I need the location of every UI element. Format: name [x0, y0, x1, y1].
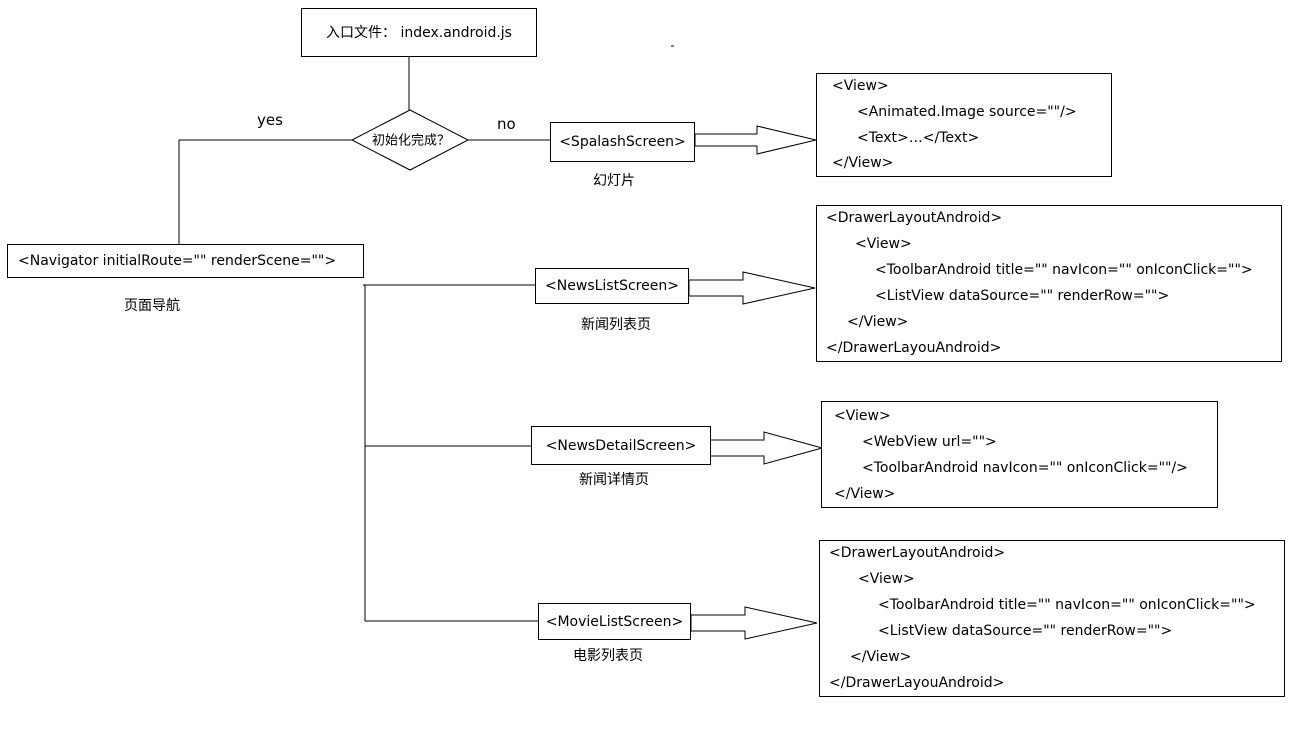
- splash-block-arrow: [694, 125, 817, 155]
- code-line: <ToolbarAndroid navIcon="" onIconClick="…: [862, 460, 1188, 476]
- news-list-code-box: <DrawerLayoutAndroid> <View> <ToolbarAnd…: [816, 205, 1282, 362]
- movie-list-screen-label: <MovieListScreen>: [545, 613, 684, 630]
- code-line: <View>: [832, 78, 889, 94]
- movielist-block-arrow: [690, 606, 818, 640]
- entry-file-label: 入口文件： index.android.js: [326, 24, 512, 41]
- newslist-block-arrow: [688, 271, 816, 305]
- code-line: </View>: [850, 649, 912, 665]
- splash-caption: 幻灯片: [593, 173, 635, 189]
- code-line: </View>: [832, 155, 894, 171]
- navigator-box: <Navigator initialRoute="" renderScene="…: [7, 244, 364, 278]
- navigator-caption: 页面导航: [124, 298, 180, 314]
- code-line: <DrawerLayoutAndroid>: [826, 210, 1003, 226]
- decision-label: 初始化完成？: [371, 133, 451, 149]
- news-list-screen-label: <NewsListScreen>: [545, 278, 679, 294]
- code-line: <ToolbarAndroid title="" navIcon="" onIc…: [875, 262, 1253, 278]
- code-line: <Text>…</Text>: [857, 130, 980, 146]
- code-line: </DrawerLayouAndroid>: [826, 340, 1002, 356]
- code-line: <Animated.Image source=""/>: [857, 104, 1077, 120]
- news-detail-code-box: <View> <WebView url=""> <ToolbarAndroid …: [821, 401, 1218, 508]
- code-line: </View>: [847, 314, 909, 330]
- no-label: no: [497, 115, 516, 133]
- movie-list-code-box: <DrawerLayoutAndroid> <View> <ToolbarAnd…: [819, 540, 1285, 697]
- navigator-label: <Navigator initialRoute="" renderScene="…: [18, 253, 337, 269]
- code-line: <ToolbarAndroid title="" navIcon="" onIc…: [878, 597, 1256, 613]
- splash-code-box: <View> <Animated.Image source=""/> <Text…: [816, 73, 1112, 177]
- movie-list-caption: 电影列表页: [573, 648, 643, 664]
- entry-file-box: 入口文件： index.android.js: [301, 8, 537, 57]
- decision-diamond: [350, 109, 470, 171]
- movie-list-screen-box: <MovieListScreen>: [538, 603, 691, 640]
- code-line: <DrawerLayoutAndroid>: [829, 545, 1006, 561]
- splash-screen-label: <SpalashScreen>: [559, 134, 686, 150]
- code-line: <View>: [834, 408, 891, 424]
- news-list-screen-box: <NewsListScreen>: [535, 268, 689, 304]
- yes-label: yes: [257, 111, 283, 129]
- news-detail-caption: 新闻详情页: [579, 472, 649, 488]
- splash-screen-box: <SpalashScreen>: [550, 122, 695, 162]
- code-line: <ListView dataSource="" renderRow="">: [878, 623, 1173, 639]
- code-line: </DrawerLayouAndroid>: [829, 675, 1005, 691]
- code-line: <ListView dataSource="" renderRow="">: [875, 288, 1170, 304]
- code-line: <WebView url="">: [862, 434, 997, 450]
- code-line: <View>: [855, 236, 912, 252]
- news-detail-screen-box: <NewsDetailScreen>: [531, 426, 711, 465]
- news-list-caption: 新闻列表页: [581, 317, 651, 333]
- code-line: </View>: [834, 486, 896, 502]
- code-line: <View>: [858, 571, 915, 587]
- newsdetail-block-arrow: [709, 431, 824, 465]
- news-detail-screen-label: <NewsDetailScreen>: [545, 437, 697, 454]
